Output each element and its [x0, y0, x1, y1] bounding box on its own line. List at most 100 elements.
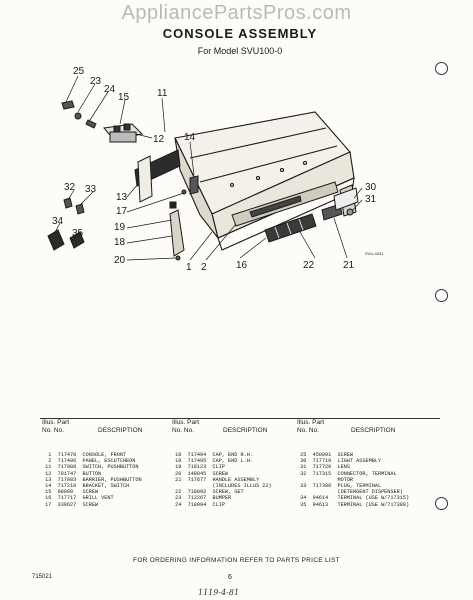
callout: 32 — [64, 182, 76, 193]
part-number: 94613 — [312, 501, 338, 508]
illus-number: 13 — [42, 476, 58, 483]
illus-number: 1 — [42, 452, 58, 458]
part-description: SCREW — [82, 501, 99, 508]
illus-number: 20 — [172, 470, 188, 477]
header-no: No. No. — [42, 427, 65, 434]
illus-number: 32 — [297, 470, 313, 477]
parts-row: 30 717719 LIGHT ASSEMBLY — [297, 458, 409, 464]
callout: 14 — [184, 132, 196, 143]
table-header-col3: Illus. Part No. No. — [297, 419, 324, 435]
header-description-2: DESCRIPTION — [223, 427, 268, 434]
parts-row: 1 717470 CONSOLE, FRONT — [42, 452, 142, 458]
part-description: BARRIER, PUSHBUTTON — [82, 476, 142, 483]
callout: 15 — [118, 92, 130, 103]
part-number — [313, 489, 338, 495]
binder-hole-middle — [435, 289, 448, 302]
callout: 13 — [116, 192, 128, 203]
pushbutton-switch — [103, 123, 144, 143]
parts-row: 21 717677 HANDLE ASSEMBLY — [172, 477, 272, 483]
page-number: 6 — [228, 574, 232, 581]
table-header-col1: Illus. Part No. No. — [42, 419, 69, 435]
illus-number: 18 — [172, 452, 188, 458]
illus-number — [297, 477, 313, 483]
parts-row: 34 94614 TERMINAL (USE W/717315) — [297, 495, 409, 501]
part-description: SCREW — [212, 470, 229, 477]
callout: 16 — [236, 260, 248, 271]
callouts: 25 23 24 15 11 12 14 32 33 13 17 30 31 3… — [52, 66, 377, 273]
part-description: CONNECTOR, TERMINAL — [337, 470, 397, 477]
part-number: 718094 — [187, 501, 213, 508]
binder-hole-bottom — [435, 497, 448, 510]
parts-row: 35 94613 TERMINAL (USE W/717380) — [297, 502, 409, 508]
part-number: 717496 — [57, 458, 83, 465]
header-illus-part: Illus. Part — [297, 419, 325, 426]
part-description: SCREW, SET — [212, 489, 244, 496]
parts-row: 17 339627 SCREW — [42, 502, 142, 508]
part-number: 717315 — [312, 470, 338, 477]
part-number: 717677 — [187, 476, 213, 483]
part-description: SCREW — [82, 489, 99, 496]
part-number — [313, 477, 338, 483]
parts-row: 19 718123 CLIP — [172, 464, 272, 470]
part-number: 717210 — [57, 483, 83, 490]
parts-row: 23 712267 BUMPER — [172, 495, 272, 501]
callout: 19 — [114, 222, 126, 233]
part-number: 339627 — [57, 501, 83, 508]
illus-number: 15 — [42, 489, 58, 496]
callout: 25 — [73, 66, 85, 77]
callout: 35 — [72, 228, 84, 239]
grill-vent — [264, 213, 317, 243]
table-header-col2: Illus. Part No. No. — [172, 419, 199, 435]
illus-number: 14 — [42, 483, 58, 490]
illus-number: 2 — [42, 458, 58, 465]
part-description: CONSOLE, FRONT — [82, 452, 127, 458]
part-description: SWITCH, PUSHBUTTON — [82, 464, 139, 471]
header-no: No. No. — [172, 427, 195, 434]
part-number — [188, 483, 213, 489]
part-description: PLUG, TERMINAL — [337, 483, 382, 490]
part-description: MOTOR — [337, 476, 354, 483]
panel-escutcheon — [231, 181, 339, 227]
part-description: BUTTON — [82, 470, 102, 477]
callout: 33 — [85, 184, 97, 195]
part-number: 718123 — [187, 464, 213, 471]
header-illus-part: Illus. Part — [172, 419, 200, 426]
callout: 21 — [343, 260, 355, 271]
callout: 22 — [303, 260, 315, 271]
part-description: (DETERGENT DISPENSER) — [337, 489, 403, 496]
illus-number — [297, 489, 313, 495]
illus-number: 34 — [297, 495, 313, 502]
parts-row: 32 717315 CONNECTOR, TERMINAL — [297, 471, 409, 477]
illus-number: 23 — [172, 495, 188, 502]
parts-row: 24 718094 CLIP — [172, 502, 272, 508]
part-number: 148845 — [187, 470, 213, 477]
parts-row: 33 717380 PLUG, TERMINAL — [297, 483, 409, 489]
callout: 34 — [52, 216, 64, 227]
illus-number: 12 — [42, 470, 58, 477]
illus-number — [172, 483, 188, 489]
part-number: 717983 — [57, 476, 83, 483]
illus-number: 22 — [172, 489, 188, 496]
part-description: CLIP — [212, 501, 225, 508]
header-description-3: DESCRIPTION — [351, 427, 396, 434]
part-number: 717380 — [312, 483, 338, 490]
parts-column-1: 1 717470 CONSOLE, FRONT 2 717496 PANEL, … — [42, 452, 142, 508]
callout: 30 — [365, 182, 377, 193]
illus-number: 21 — [172, 476, 188, 483]
part-description: HANDLE ASSEMBLY — [212, 476, 260, 483]
illus-number: 11 — [42, 464, 58, 471]
end-cap-left — [169, 201, 185, 257]
part-number: 717495 — [187, 458, 213, 465]
part-number: 712267 — [187, 495, 213, 502]
parts-column-2: 18 717494 CAP, END R.H. 19 717495 CAP, E… — [172, 452, 272, 508]
table-rule — [40, 418, 440, 419]
callout: 1 — [186, 262, 192, 273]
part-description: BUMPER — [212, 495, 232, 502]
part-description: GRILL VENT — [82, 495, 114, 502]
callout: 23 — [90, 76, 102, 87]
small-hardware — [47, 100, 199, 261]
parts-row: 12 781747 BUTTON — [42, 471, 142, 477]
binder-hole-top — [435, 62, 448, 75]
illus-number: 19 — [172, 458, 188, 465]
